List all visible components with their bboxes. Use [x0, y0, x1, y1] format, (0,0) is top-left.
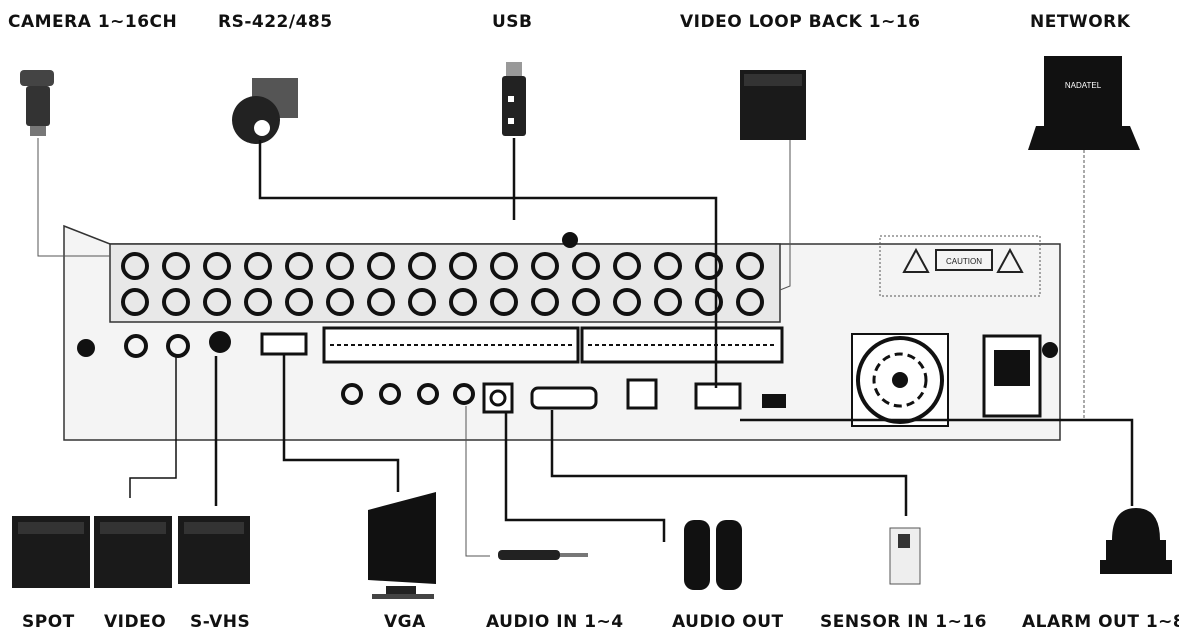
ethernet-port — [628, 380, 656, 408]
serial-port — [532, 388, 596, 408]
microphone — [498, 550, 588, 560]
loop-back-monitor — [740, 70, 806, 140]
alarm-siren — [1100, 508, 1172, 574]
dome-camera-device — [232, 78, 298, 144]
network-router: NADATEL — [1028, 56, 1140, 150]
sensor-connector — [696, 384, 740, 408]
cooling-fan — [852, 334, 948, 426]
warning-label: CAUTION — [946, 257, 982, 266]
speakers — [684, 520, 742, 590]
video-monitor — [94, 516, 172, 588]
terminal-block-right — [582, 328, 782, 362]
usb-device — [502, 62, 526, 136]
terminal-block-left — [324, 328, 578, 362]
vga-monitor — [368, 492, 436, 599]
camera-device — [20, 70, 54, 136]
audio-out-port — [484, 384, 512, 412]
svhs-monitor — [178, 516, 250, 584]
spot-monitor — [12, 516, 90, 588]
dip-switch — [762, 394, 786, 408]
sensor-device — [890, 528, 920, 584]
router-brand: NADATEL — [1065, 81, 1102, 90]
